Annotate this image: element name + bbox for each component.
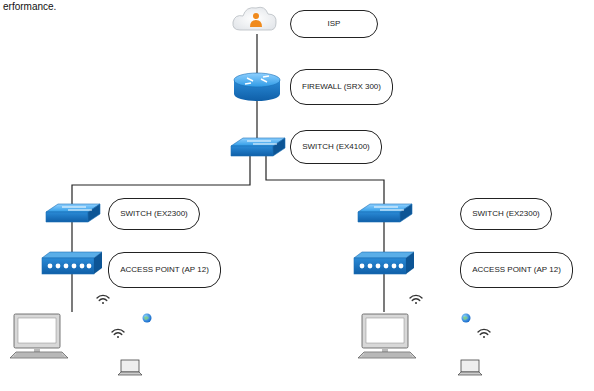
device-name: SWITCH (EX2300) xyxy=(472,209,540,219)
globe-icon xyxy=(462,314,471,323)
device-name: SWITCH (EX2300) xyxy=(120,209,188,219)
laptop-icon xyxy=(458,360,482,375)
firewall-label: FIREWALL (SRX 300) xyxy=(290,69,393,105)
switch-label: SWITCH (EX2300) xyxy=(108,198,200,230)
device-name: ACCESS POINT (AP 12) xyxy=(472,265,561,275)
desktop-computer xyxy=(358,314,416,358)
laptop-icon xyxy=(118,360,142,375)
access-point-icon xyxy=(354,252,414,274)
desktop-computer xyxy=(10,314,68,358)
firewall-router xyxy=(234,73,280,101)
isp-label: ISP xyxy=(290,10,378,38)
device-name: ISP xyxy=(328,19,341,29)
access-switch xyxy=(358,204,412,222)
device-name: FIREWALL (SRX 300) xyxy=(302,82,381,92)
page-text-fragment: erformance. xyxy=(3,1,56,12)
wifi-symbol xyxy=(112,329,124,338)
access-point-icon xyxy=(42,252,102,274)
access-point-label: ACCESS POINT (AP 12) xyxy=(108,252,221,288)
globe-icon xyxy=(143,314,152,323)
access-point-label: ACCESS POINT (AP 12) xyxy=(460,252,573,288)
access-switch xyxy=(46,204,100,222)
wifi-symbol xyxy=(410,295,422,304)
switch-label: SWITCH (EX2300) xyxy=(460,198,552,230)
device-name: SWITCH (EX4100) xyxy=(302,142,370,152)
device-name: ACCESS POINT (AP 12) xyxy=(120,265,209,275)
isp-cloud xyxy=(233,7,276,30)
wifi-symbol xyxy=(478,329,490,338)
core-switch xyxy=(231,138,285,156)
switch-label: SWITCH (EX4100) xyxy=(290,130,382,164)
wifi-symbol xyxy=(97,295,109,304)
